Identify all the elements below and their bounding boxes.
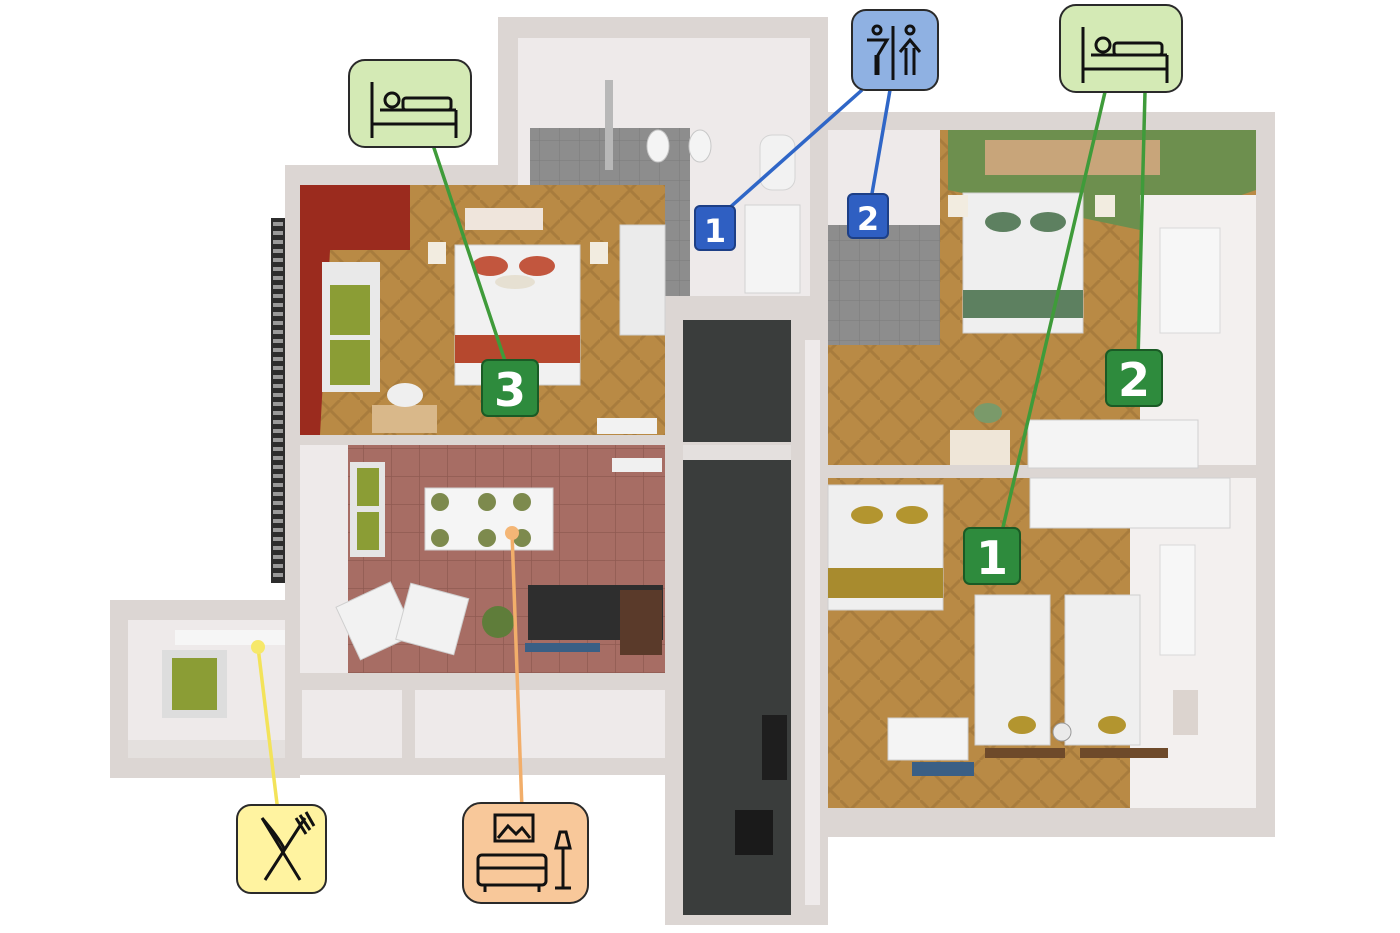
railing-bar: [273, 366, 283, 370]
desk: [950, 430, 1010, 465]
restroom-icon: [851, 9, 939, 91]
corridor: [683, 320, 820, 915]
bed-icon: [348, 59, 472, 148]
railing-bar: [273, 528, 283, 532]
railing-bar: [273, 564, 283, 568]
railing-bar: [273, 303, 283, 307]
bidet-fixture: [646, 129, 670, 163]
bedroom-1-room: [827, 477, 1256, 808]
railing-bar: [273, 519, 283, 523]
railing-bar: [273, 402, 283, 406]
living-room: [300, 445, 665, 673]
bathroom-number-1: 1: [694, 205, 736, 251]
bedroom-number-label: 1: [976, 531, 1008, 585]
toilet-fixture: [688, 129, 712, 163]
desk: [372, 405, 437, 433]
railing-bar: [273, 321, 283, 325]
desk: [887, 717, 969, 761]
sofa-lamp-picture-icon: [462, 802, 589, 904]
railing-bar: [273, 276, 283, 280]
storage-rooms: [302, 690, 665, 758]
bedroom-number-1: 1: [963, 527, 1021, 585]
railing-bar: [273, 375, 283, 379]
railing-bar: [273, 348, 283, 352]
kitchen-room: [128, 620, 285, 758]
railing-bar: [273, 258, 283, 262]
bedroom-number-label: 2: [1118, 353, 1150, 407]
railing-bar: [273, 429, 283, 433]
connector-bedroom-1: [998, 91, 1107, 541]
railing-bar: [273, 456, 283, 460]
railing-bar: [273, 357, 283, 361]
balcony-railing: [271, 218, 285, 583]
sink-counter: [744, 204, 801, 294]
connector-living: [510, 532, 524, 811]
railing-bar: [273, 546, 283, 550]
railing-bar: [273, 312, 283, 316]
bedroom-number-label: 3: [494, 363, 526, 417]
railing-bar: [273, 267, 283, 271]
railing-bar: [273, 555, 283, 559]
bedroom-number-3: 3: [481, 359, 539, 417]
bedroom-2-room: [828, 130, 1256, 469]
connector-kitchen: [256, 646, 280, 813]
railing-bar: [273, 492, 283, 496]
railing-bar: [273, 474, 283, 478]
railing-bar: [273, 465, 283, 469]
railing-bar: [273, 420, 283, 424]
connector-bedroom-3: [431, 144, 510, 371]
connector-bedroom-2: [1136, 91, 1147, 361]
railing-bar: [273, 573, 283, 577]
railing-bar: [273, 411, 283, 415]
bathroom-number-label: 2: [857, 200, 879, 238]
wardrobe: [619, 224, 666, 336]
connector-bathroom-2: [868, 89, 892, 206]
railing-bar: [273, 330, 283, 334]
railing-bar: [273, 222, 283, 226]
railing-bar: [273, 339, 283, 343]
railing-bar: [273, 510, 283, 514]
connector-lines: [251, 88, 1147, 813]
fork-knife-icon: [236, 804, 327, 894]
railing-bar: [273, 249, 283, 253]
railing-bar: [273, 393, 283, 397]
bathroom-number-2: 2: [847, 193, 889, 239]
plant: [482, 606, 514, 638]
railing-bar: [273, 501, 283, 505]
railing-bar: [273, 294, 283, 298]
bathroom-number-label: 1: [704, 212, 726, 250]
railing-bar: [273, 240, 283, 244]
dining-plates: [431, 493, 531, 547]
bed-icon: [1059, 4, 1183, 93]
bedroom-number-2: 2: [1105, 349, 1163, 407]
railing-bar: [273, 447, 283, 451]
railing-bar: [273, 384, 283, 388]
railing-bar: [273, 231, 283, 235]
railing-bar: [273, 537, 283, 541]
armchair: [335, 581, 416, 661]
connector-bathroom-1: [716, 88, 864, 220]
railing-bar: [273, 483, 283, 487]
railing-bar: [273, 285, 283, 289]
railing-bar: [273, 438, 283, 442]
